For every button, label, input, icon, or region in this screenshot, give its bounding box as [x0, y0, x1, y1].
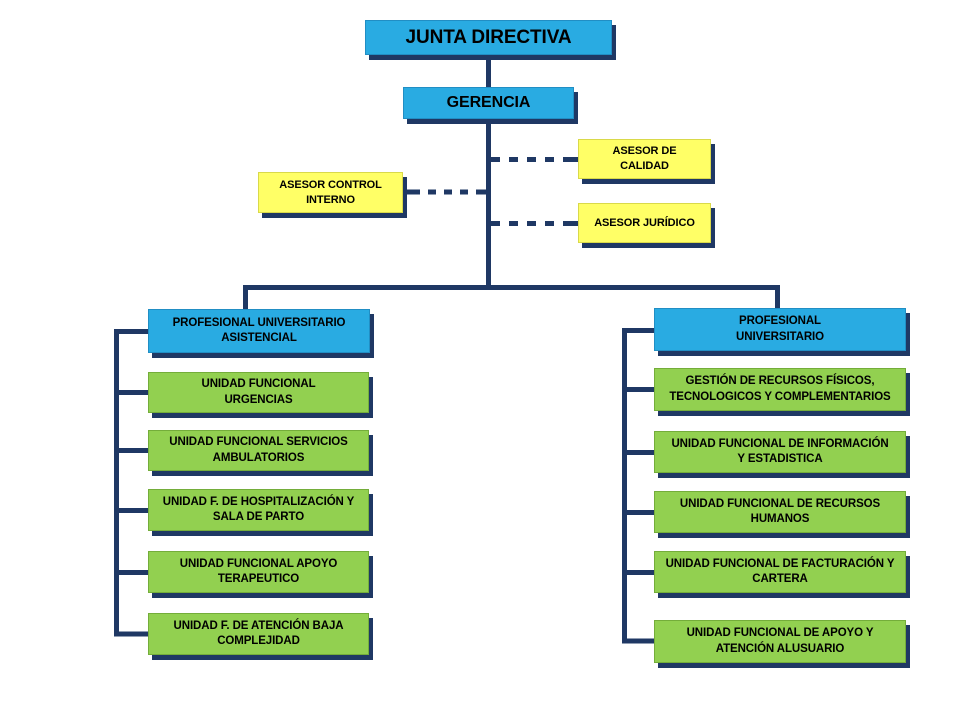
org-box-asesor-juridico: ASESOR JURÍDICO: [578, 203, 711, 243]
connector-left-ladder: [114, 329, 148, 637]
org-box-unidad-atencion-baja-complejidad: UNIDAD F. DE ATENCIÓN BAJA COMPLEJIDAD: [148, 613, 369, 655]
org-box-gestion-recursos-fisicos: GESTIÓN DE RECURSOS FÍSICOS, TECNOLOGICO…: [654, 368, 906, 411]
connector-right-ladder: [622, 328, 654, 644]
org-box-unidad-servicios-ambulatorios: UNIDAD FUNCIONAL SERVICIOS AMBULATORIOS: [148, 430, 369, 471]
org-box-unidad-urgencias: UNIDAD FUNCIONAL URGENCIAS: [148, 372, 369, 413]
org-box-unidad-hospitalizacion-sala-parto: UNIDAD F. DE HOSPITALIZACIÓN Y SALA DE P…: [148, 489, 369, 531]
org-box-unidad-apoyo-terapeutico: UNIDAD FUNCIONAL APOYO TERAPEUTICO: [148, 551, 369, 593]
org-box-gerencia: GERENCIA: [403, 87, 574, 119]
connector-branch-bar: [243, 285, 780, 310]
org-box-prof-universitario-asistencial: PROFESIONAL UNIVERSITARIO ASISTENCIAL: [148, 309, 370, 353]
org-box-junta-directiva: JUNTA DIRECTIVA: [365, 20, 612, 55]
org-box-unidad-informacion-estadistica: UNIDAD FUNCIONAL DE INFORMACIÓN Y ESTADI…: [654, 431, 906, 473]
org-box-asesor-control-interno: ASESOR CONTROL INTERNO: [258, 172, 403, 213]
org-box-unidad-apoyo-atencion-usuario: UNIDAD FUNCIONAL DE APOYO Y ATENCIÓN ALU…: [654, 620, 906, 663]
org-box-asesor-calidad: ASESOR DE CALIDAD: [578, 139, 711, 179]
org-box-prof-universitario: PROFESIONAL UNIVERSITARIO: [654, 308, 906, 351]
org-box-unidad-recursos-humanos: UNIDAD FUNCIONAL DE RECURSOS HUMANOS: [654, 491, 906, 533]
org-box-unidad-facturacion-cartera: UNIDAD FUNCIONAL DE FACTURACIÓN Y CARTER…: [654, 551, 906, 593]
